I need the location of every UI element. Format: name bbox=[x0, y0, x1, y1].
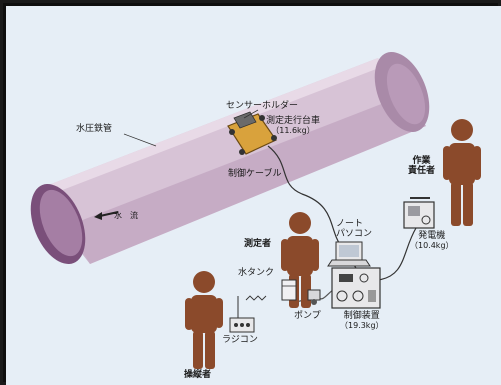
label-cart-line1: 測定走行台車 bbox=[266, 116, 321, 126]
label-controller-line1: 制御装置 bbox=[343, 311, 380, 321]
label-penstock: 水圧鉄管 bbox=[76, 124, 113, 134]
label-control-unit: 制御装置 （19.3kg） bbox=[340, 311, 384, 331]
pump bbox=[307, 289, 321, 305]
label-notebook-line2: パソコン bbox=[336, 229, 373, 240]
label-control-cable: 制御ケーブル bbox=[228, 169, 282, 179]
label-controller-line2: （19.3kg） bbox=[340, 321, 384, 331]
label-notebook-line1: ノート bbox=[336, 219, 364, 229]
measurement-cart bbox=[227, 111, 277, 155]
diagram-canvas: 水圧鉄管 センサーホルダー 測定走行台車 （11.6kg） 制御ケーブル 水 流… bbox=[6, 6, 501, 385]
pipe-shadow bbox=[62, 96, 426, 264]
label-work-leader-line2: 責任者 bbox=[408, 166, 436, 177]
person-operator bbox=[185, 271, 223, 369]
label-sensor-holder: センサーホルダー bbox=[226, 101, 299, 111]
generator-cable bbox=[377, 227, 417, 281]
label-generator-line2: （10.4kg） bbox=[410, 241, 454, 251]
label-generator-line1: 発電機 bbox=[418, 231, 446, 241]
label-generator: 発電機 （10.4kg） bbox=[410, 231, 454, 251]
diagram-illustration bbox=[30, 52, 481, 369]
label-work-leader: 作業 責任者 bbox=[408, 156, 435, 177]
label-radio-control: ラジコン bbox=[222, 335, 258, 345]
label-notebook-pc: ノート パソコン bbox=[336, 219, 372, 240]
radio-controller bbox=[229, 296, 255, 333]
penstock-pipe bbox=[30, 52, 430, 264]
person-work-leader bbox=[443, 119, 481, 226]
label-measurement-cart: 測定走行台車 （11.6kg） bbox=[266, 116, 320, 136]
sensor-holder-leader bbox=[243, 109, 259, 119]
label-water-flow: 水 流 bbox=[114, 211, 138, 220]
pipe-highlight bbox=[46, 58, 384, 194]
label-pump: ポンプ bbox=[294, 311, 321, 321]
pipe-right-inner bbox=[386, 63, 426, 125]
label-cart-line2: （11.6kg） bbox=[271, 126, 315, 136]
control-unit bbox=[331, 267, 381, 309]
label-measurer: 測定者 bbox=[244, 239, 272, 249]
notebook-pc bbox=[327, 241, 371, 267]
label-operator: 操縦者 bbox=[184, 370, 212, 380]
penstock-leader bbox=[123, 133, 157, 147]
water-tank bbox=[281, 279, 297, 301]
generator bbox=[403, 197, 435, 229]
label-work-leader-line1: 作業 bbox=[412, 156, 431, 166]
label-water-tank: 水タンク bbox=[238, 268, 275, 278]
radio-wave bbox=[245, 295, 267, 301]
pipe-left-inner bbox=[39, 189, 83, 257]
water-flow-arrow bbox=[94, 211, 119, 220]
